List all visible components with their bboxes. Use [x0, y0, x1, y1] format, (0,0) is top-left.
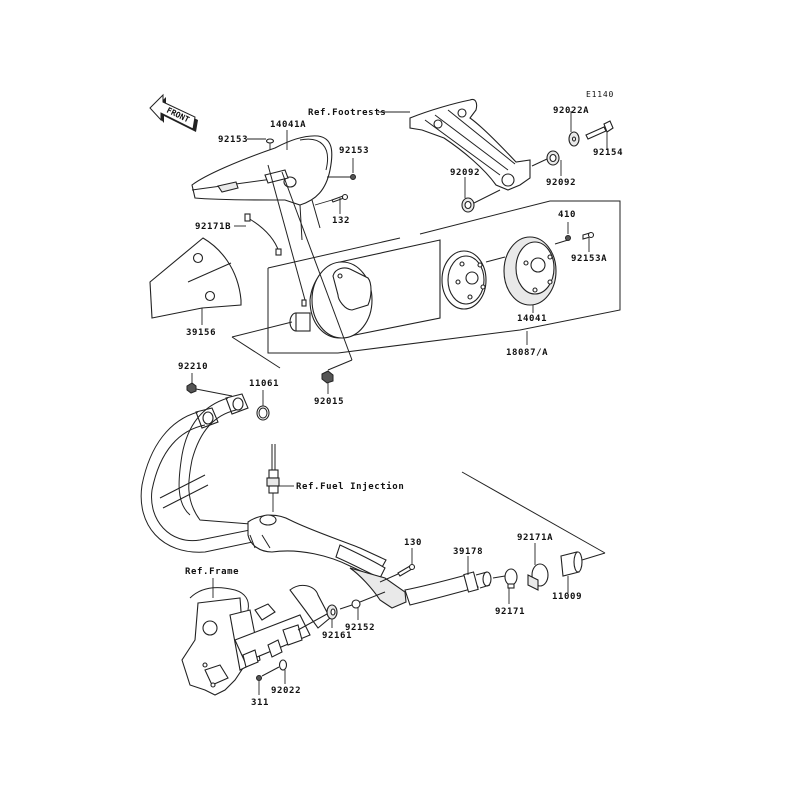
label-39178: 39178 [453, 547, 483, 557]
muffler-body[interactable] [289, 239, 441, 339]
mount-line [267, 164, 306, 301]
label-92171: 92171 [495, 607, 525, 617]
screw-92153-top[interactable] [265, 138, 275, 150]
label-92022: 92022 [271, 686, 301, 696]
washer-92022A[interactable] [568, 131, 580, 147]
label-14041A: 14041A [270, 120, 306, 130]
muffler-assembly-outline [267, 200, 621, 354]
tail-pipe-39178[interactable] [404, 571, 492, 606]
nut-410[interactable] [565, 235, 571, 241]
clamp-92171[interactable] [504, 568, 518, 589]
bolt-92154[interactable] [585, 120, 614, 140]
damper-92161[interactable] [326, 604, 338, 620]
label-92092-right: 92092 [546, 178, 576, 188]
oxygen-sensor[interactable] [266, 444, 280, 494]
diagram-code: E1140 [586, 90, 614, 99]
washer-92022[interactable] [278, 659, 288, 671]
label-92210: 92210 [178, 362, 208, 372]
label-11061: 11061 [249, 379, 279, 389]
label-18087A: 18087/A [506, 348, 548, 358]
heat-cover-14041A[interactable] [191, 135, 333, 206]
label-39156: 39156 [186, 328, 216, 338]
collar-92152[interactable] [351, 599, 361, 609]
label-92152: 92152 [345, 623, 375, 633]
label-92154: 92154 [593, 148, 623, 158]
nut-311[interactable] [256, 675, 262, 681]
heat-shield-39156[interactable] [149, 237, 242, 319]
front-arrow-icon: FRONT [149, 93, 198, 132]
bush-92092-left[interactable] [461, 197, 475, 213]
frame-section [181, 584, 331, 696]
ref-fuel-injection-label: Ref.Fuel Injection [296, 481, 404, 492]
baffle-plate[interactable] [441, 250, 487, 310]
label-14041: 14041 [517, 314, 547, 324]
bush-92092-right[interactable] [546, 150, 560, 166]
label-92161: 92161 [322, 631, 352, 641]
gasket-11061[interactable] [256, 405, 270, 421]
label-92022A: 92022A [553, 106, 589, 116]
label-311: 311 [251, 698, 269, 708]
gasket-11009[interactable] [560, 551, 583, 577]
clamp-band-92171B[interactable] [244, 213, 282, 256]
label-92092-left: 92092 [450, 168, 480, 178]
label-92015: 92015 [314, 397, 344, 407]
assembly-guide-line [461, 471, 606, 554]
bolt-130[interactable] [397, 563, 416, 577]
screw-92153-right[interactable] [350, 174, 356, 180]
label-92171B: 92171B [195, 222, 231, 232]
label-92153-right: 92153 [339, 146, 369, 156]
label-92153A: 92153A [571, 254, 607, 264]
label-92153-top: 92153 [218, 135, 248, 145]
exhaust-header-pipe[interactable] [140, 393, 407, 609]
heat-cover-bracket [299, 199, 321, 241]
label-11009: 11009 [552, 592, 582, 602]
ref-footrests-label: Ref.Footrests [308, 108, 386, 118]
label-132: 132 [332, 216, 350, 226]
nut-92210[interactable] [186, 382, 197, 394]
footrest-bracket [409, 98, 531, 191]
label-130: 130 [404, 538, 422, 548]
label-410: 410 [558, 210, 576, 220]
end-cap-14041[interactable] [503, 236, 557, 306]
nut-92015[interactable] [321, 370, 334, 384]
label-92171A: 92171A [517, 533, 553, 543]
screw-92153A[interactable] [582, 231, 595, 240]
bolt-132[interactable] [331, 193, 349, 203]
ref-frame-label: Ref.Frame [185, 567, 239, 577]
clamp-92171A[interactable] [527, 563, 549, 591]
